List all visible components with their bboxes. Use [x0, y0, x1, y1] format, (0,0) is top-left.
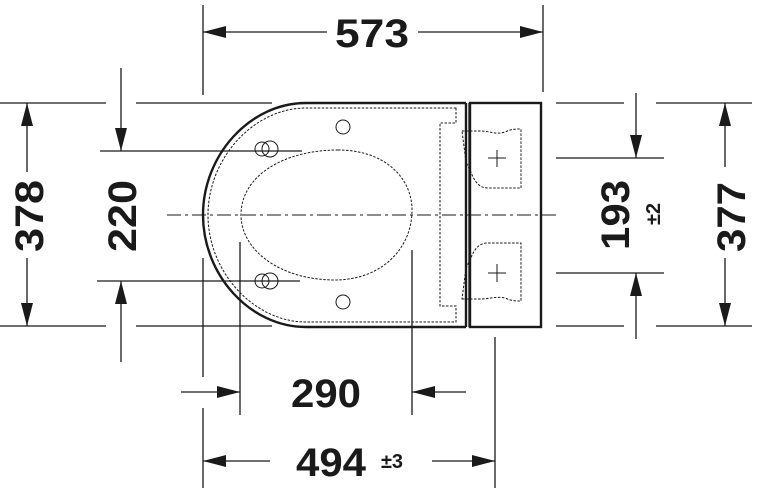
- fixing-hole-icon: [335, 119, 351, 135]
- dimension-377: 377: [656, 102, 754, 327]
- dim-label-193: 193: [594, 180, 638, 250]
- buffer-icon: [254, 273, 270, 289]
- dimension-378: 378: [0, 102, 272, 327]
- arrow-down-icon: [21, 303, 33, 326]
- buffer-icon: [261, 140, 279, 158]
- hinge-block: [461, 101, 543, 329]
- dimension-220: 220: [97, 68, 302, 362]
- dimension-494: 494 ±3: [202, 258, 496, 488]
- dimension-290: 290: [181, 242, 466, 416]
- dim-label-377: 377: [710, 182, 754, 252]
- arrow-down-icon: [630, 135, 642, 158]
- arrow-up-icon: [630, 273, 642, 296]
- dim-tolerance-494: ±3: [381, 451, 403, 473]
- arrow-left-icon: [203, 26, 226, 38]
- fixing-hole-icon: [335, 294, 351, 310]
- buffer-icon: [261, 272, 279, 290]
- dim-label-290: 290: [291, 372, 361, 416]
- arrow-down-icon: [719, 303, 731, 326]
- dim-label-378: 378: [8, 180, 52, 252]
- arrow-down-icon: [115, 128, 127, 151]
- arrow-right-icon: [472, 455, 495, 467]
- arrow-up-icon: [719, 103, 731, 126]
- dim-label-494: 494: [296, 441, 367, 485]
- arrow-up-icon: [21, 103, 33, 126]
- arrow-up-icon: [115, 281, 127, 304]
- dim-label-573: 573: [335, 12, 409, 56]
- arrow-left-icon: [203, 455, 226, 467]
- dimension-193: 193 ±2: [556, 93, 665, 339]
- dim-tolerance-193: ±2: [643, 203, 665, 225]
- arrow-left-icon: [412, 386, 435, 398]
- arrow-right-icon: [520, 26, 543, 38]
- buffer-icon: [254, 141, 270, 157]
- dim-label-220: 220: [101, 180, 145, 252]
- dimension-573: 573: [202, 5, 544, 95]
- arrow-right-icon: [217, 386, 240, 398]
